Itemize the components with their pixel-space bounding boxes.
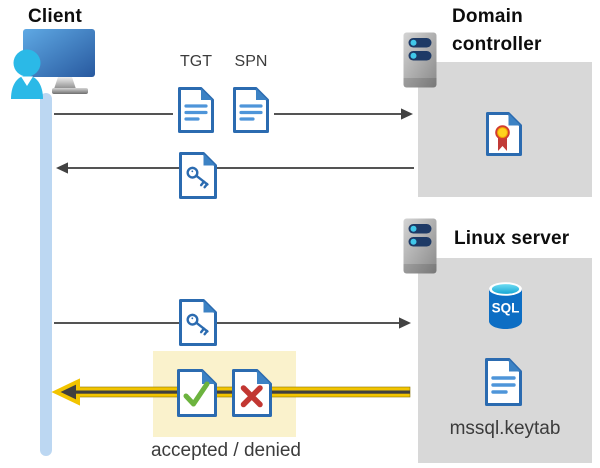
client-icon [11, 29, 95, 99]
keytab-label: mssql.keytab [449, 418, 561, 439]
sql-label: SQL [492, 301, 520, 316]
key-ticket-icon [179, 299, 217, 346]
linux-server-title: Linux server [454, 228, 570, 249]
spn-label: SPN [234, 53, 268, 70]
certificate-icon [486, 112, 522, 156]
arrow-client-to-linux [54, 317, 411, 329]
arrow-client-to-dc [54, 108, 413, 120]
tgt-document-icon [178, 87, 214, 133]
arrow-dc-to-client [56, 162, 414, 174]
domain-controller-title: Domain controller [452, 6, 542, 55]
document-cross-icon [232, 369, 272, 417]
client-lifeline [40, 93, 52, 456]
key-ticket-icon [179, 152, 217, 199]
tgt-label: TGT [180, 53, 212, 70]
sql-database-icon: SQL [489, 282, 522, 329]
client-title: Client [28, 6, 82, 27]
linux-server-icon [403, 218, 437, 274]
document-check-icon [177, 369, 217, 417]
result-label: accepted / denied [150, 440, 302, 461]
spn-document-icon [233, 87, 269, 133]
keytab-file-icon [485, 358, 522, 406]
dc-server-icon [403, 32, 437, 88]
